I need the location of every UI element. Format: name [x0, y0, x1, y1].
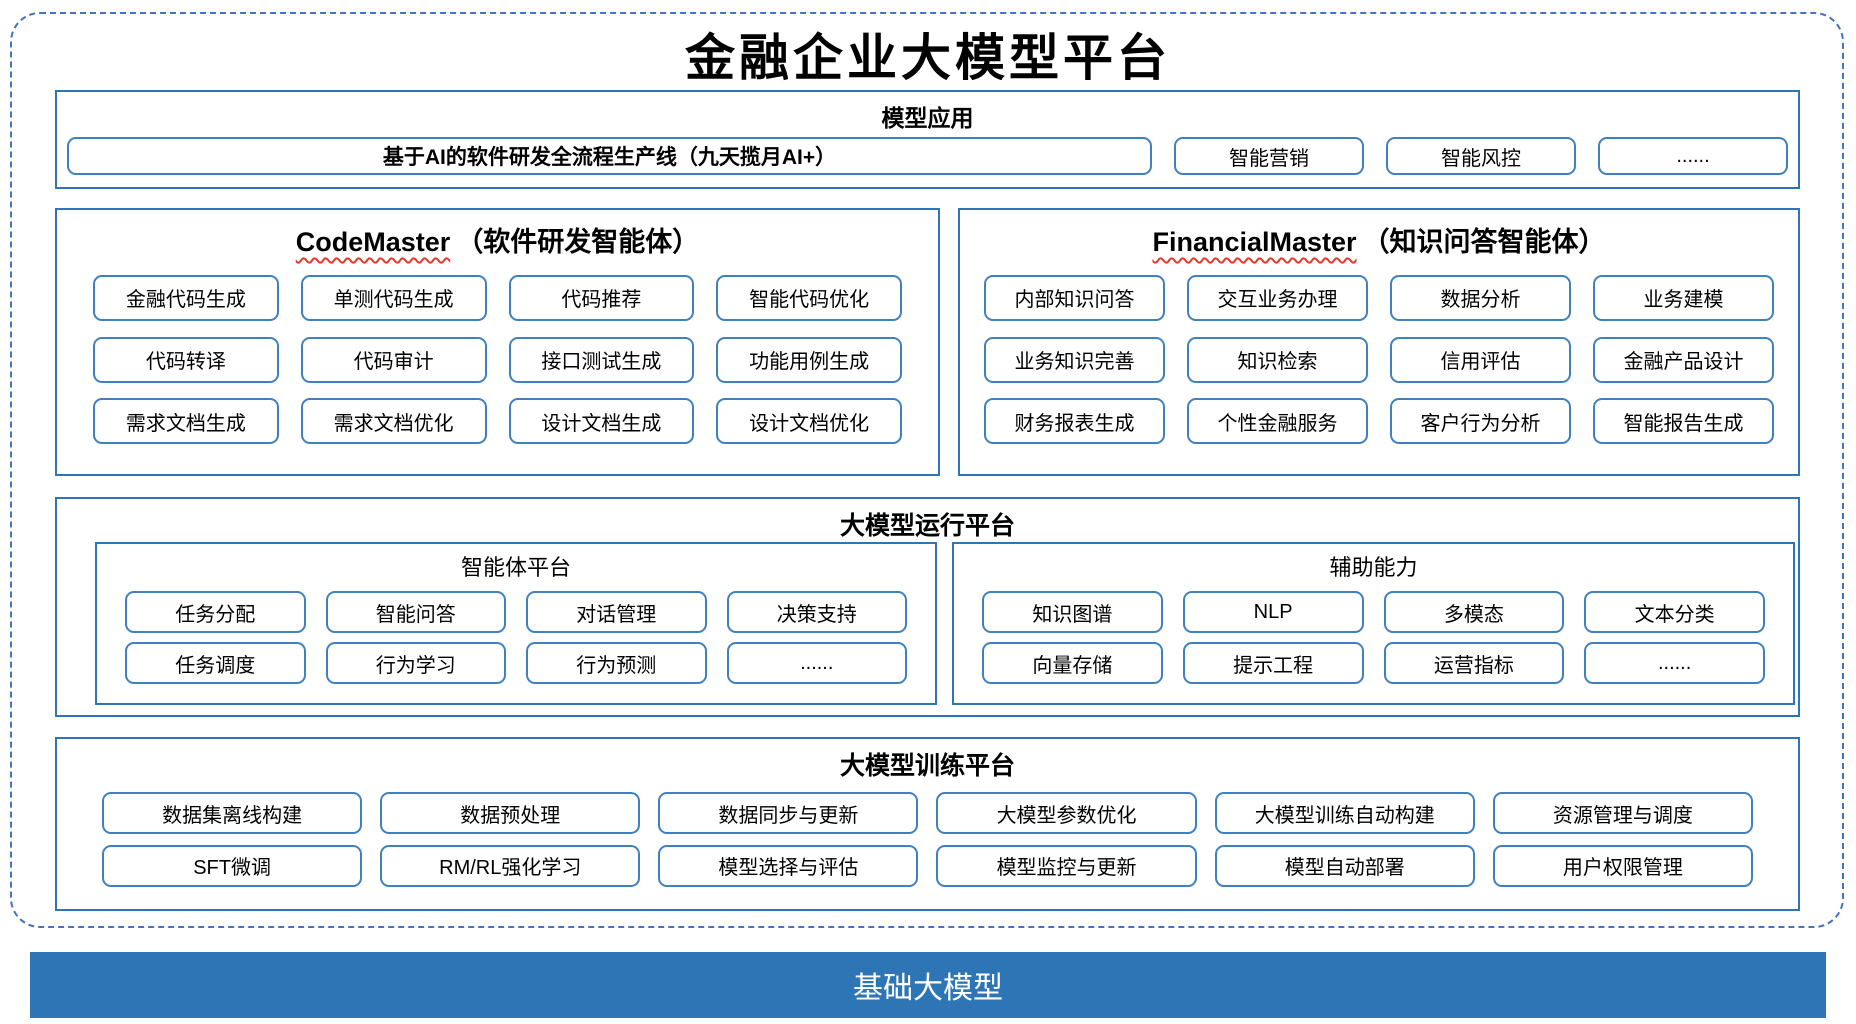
section-model-applications: 模型应用 基于AI的软件研发全流程生产线（九天揽月AI+） 智能营销 智能风控 … [55, 90, 1800, 189]
app-box: 智能风控 [1386, 137, 1576, 175]
train-item: 数据同步与更新 [658, 792, 919, 835]
applications-row: 基于AI的软件研发全流程生产线（九天揽月AI+） 智能营销 智能风控 .....… [57, 133, 1798, 187]
train-item: RM/RL强化学习 [380, 844, 641, 887]
aux-title: 辅助能力 [1329, 555, 1418, 580]
fm-item: 智能报告生成 [1593, 398, 1774, 445]
cm-item: 功能用例生成 [716, 336, 902, 383]
cm-item: 单测代码生成 [300, 274, 487, 321]
cm-item: 金融代码生成 [93, 274, 279, 321]
fm-item: 数据分析 [1390, 274, 1571, 321]
codemaster-title-en: CodeMaster [295, 227, 451, 257]
fm-item: 金融产品设计 [1593, 336, 1774, 383]
aux-item: 向量存储 [982, 642, 1163, 684]
section-financialmaster: FinancialMaster（知识问答智能体） 内部知识问答 交互业务办理 数… [958, 208, 1800, 476]
agent-item: 决策支持 [726, 591, 907, 633]
train-item: 模型选择与评估 [658, 844, 919, 887]
training-grid: 数据集离线构建 数据预处理 数据同步与更新 大模型参数优化 大模型训练自动构建 … [102, 782, 1753, 897]
agent-item: 任务调度 [125, 642, 306, 684]
train-item: 大模型训练自动构建 [1214, 792, 1475, 835]
subsection-agent-platform: 智能体平台 任务分配 智能问答 对话管理 决策支持 任务调度 行为学习 行为预测… [95, 542, 937, 705]
fm-item: 财务报表生成 [984, 398, 1165, 445]
app-box: ...... [1598, 137, 1788, 175]
fm-item: 信用评估 [1390, 336, 1571, 383]
fm-item: 知识检索 [1187, 336, 1368, 383]
aux-item: NLP [1182, 591, 1364, 633]
base-model-label: 基础大模型 [853, 972, 1003, 1005]
fm-item: 业务建模 [1593, 274, 1774, 321]
section-codemaster: CodeMaster（软件研发智能体） 金融代码生成 单测代码生成 代码推荐 智… [55, 208, 940, 476]
runtime-header: 大模型运行平台 [839, 512, 1015, 540]
agent-item: ...... [726, 642, 907, 684]
cm-item: 接口测试生成 [508, 336, 695, 383]
train-item: 模型监控与更新 [936, 844, 1197, 887]
outer-dashed-border [10, 12, 1844, 928]
agent-item: 对话管理 [526, 591, 707, 633]
financialmaster-grid: 内部知识问答 交互业务办理 数据分析 业务建模 业务知识完善 知识检索 信用评估… [984, 259, 1774, 460]
agent-item: 行为学习 [325, 642, 506, 684]
train-item: SFT微调 [102, 844, 363, 887]
train-item: 大模型参数优化 [936, 792, 1197, 835]
train-item: 用户权限管理 [1492, 844, 1753, 887]
subsection-aux-capabilities: 辅助能力 知识图谱 NLP 多模态 文本分类 向量存储 提示工程 运营指标 ..… [952, 542, 1795, 705]
fm-item: 交互业务办理 [1187, 274, 1368, 321]
cm-item: 代码审计 [300, 336, 487, 383]
financialmaster-title-cn: （知识问答智能体） [1362, 227, 1606, 257]
cm-item: 代码推荐 [508, 274, 695, 321]
financialmaster-title-en: FinancialMaster [1152, 227, 1357, 257]
agent-item: 智能问答 [325, 591, 506, 633]
cm-item: 需求文档优化 [300, 398, 487, 445]
financialmaster-title: FinancialMaster（知识问答智能体） [984, 216, 1774, 259]
fm-item: 个性金融服务 [1187, 398, 1368, 445]
training-header: 大模型训练平台 [839, 752, 1015, 780]
aux-item: 多模态 [1383, 591, 1565, 633]
train-item: 数据集离线构建 [102, 792, 363, 835]
fm-item: 客户行为分析 [1390, 398, 1571, 445]
base-model-bar: 基础大模型 [30, 952, 1826, 1018]
codemaster-title-cn: （软件研发智能体） [456, 227, 700, 257]
agent-item: 行为预测 [526, 642, 707, 684]
agent-platform-grid: 任务分配 智能问答 对话管理 决策支持 任务调度 行为学习 行为预测 .....… [125, 582, 907, 693]
aux-grid: 知识图谱 NLP 多模态 文本分类 向量存储 提示工程 运营指标 ...... [982, 582, 1765, 693]
fm-item: 内部知识问答 [984, 274, 1165, 321]
cm-item: 设计文档优化 [716, 398, 902, 445]
section-runtime-platform: 大模型运行平台 智能体平台 任务分配 智能问答 对话管理 决策支持 任务调度 行… [55, 497, 1800, 717]
aux-item: 运营指标 [1383, 642, 1565, 684]
cm-item: 智能代码优化 [716, 274, 902, 321]
agent-item: 任务分配 [125, 591, 306, 633]
aux-item: 提示工程 [1182, 642, 1364, 684]
app-box-pipeline: 基于AI的软件研发全流程生产线（九天揽月AI+） [67, 137, 1152, 175]
train-item: 模型自动部署 [1214, 844, 1475, 887]
section-header: 模型应用 [881, 105, 974, 131]
aux-item: 知识图谱 [982, 591, 1163, 633]
train-item: 数据预处理 [380, 792, 641, 835]
page-title: 金融企业大模型平台 [685, 28, 1171, 87]
section-training-platform: 大模型训练平台 数据集离线构建 数据预处理 数据同步与更新 大模型参数优化 大模… [55, 737, 1800, 911]
app-box: 智能营销 [1174, 137, 1364, 175]
aux-item: 文本分类 [1584, 591, 1765, 633]
codemaster-title: CodeMaster（软件研发智能体） [93, 216, 902, 259]
cm-item: 代码转译 [93, 336, 279, 383]
codemaster-grid: 金融代码生成 单测代码生成 代码推荐 智能代码优化 代码转译 代码审计 接口测试… [93, 259, 902, 460]
aux-item: ...... [1584, 642, 1765, 684]
cm-item: 需求文档生成 [93, 398, 279, 445]
agent-platform-title: 智能体平台 [460, 555, 571, 580]
cm-item: 设计文档生成 [508, 398, 695, 445]
train-item: 资源管理与调度 [1492, 792, 1753, 835]
fm-item: 业务知识完善 [984, 336, 1165, 383]
